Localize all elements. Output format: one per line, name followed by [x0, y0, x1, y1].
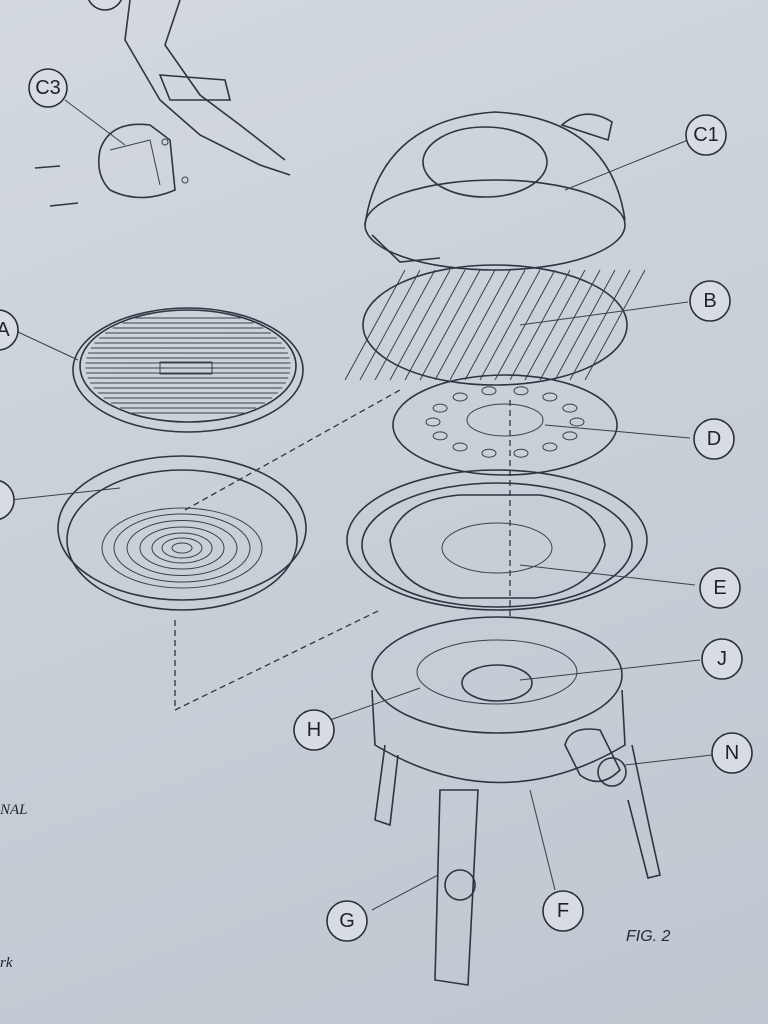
diffuser-vent [481, 448, 497, 458]
pan-ring [171, 542, 193, 554]
drip-pan-left [9, 455, 307, 611]
grate-bar [374, 269, 436, 381]
grate-bar [449, 269, 511, 381]
diffuser-vent [542, 442, 558, 452]
margin-text-2: rk [0, 955, 13, 971]
callout-f: F [542, 890, 584, 932]
svg-text:N: N [725, 742, 739, 764]
callout-e: E [699, 567, 741, 609]
heat-diffuser-d [392, 374, 691, 476]
svg-text:J: J [717, 648, 727, 670]
grate-bar [389, 269, 451, 381]
diffuser-vent [425, 417, 441, 427]
leg-assembly-fragment [87, 0, 291, 176]
grate-bar [509, 269, 571, 381]
grate-bar [359, 269, 421, 381]
pan-ring [151, 532, 213, 564]
diffuser-vent [452, 442, 468, 452]
diffuser-vent [432, 431, 448, 441]
callout-n: N [711, 732, 753, 774]
diffuser-vent [562, 403, 578, 413]
svg-text:G: G [339, 910, 355, 932]
svg-text:C1: C1 [693, 124, 719, 146]
callout-d: D [693, 418, 735, 460]
grate-bar [464, 269, 526, 381]
svg-text:E: E [713, 577, 726, 599]
svg-text:C3: C3 [35, 77, 61, 99]
handle-bracket-c3 [34, 99, 189, 207]
diffuser-vent [481, 386, 497, 396]
pan-ring [113, 513, 251, 583]
lid-c1 [364, 111, 689, 271]
diffuser-vent [432, 403, 448, 413]
diffuser-vent [569, 417, 585, 427]
legs [371, 744, 661, 986]
callout-c3: C3 [28, 68, 68, 108]
diffuser-vent [513, 386, 529, 396]
callout-partial-left [0, 480, 15, 520]
diffuser-vent [562, 431, 578, 441]
pan-ring [101, 507, 263, 589]
grate-bar [404, 269, 466, 381]
grate-bar [539, 269, 601, 381]
svg-text:F: F [557, 900, 569, 922]
margin-text-1: NAL [0, 802, 28, 818]
pan-ring [126, 520, 238, 576]
pan-ring [161, 537, 203, 559]
svg-text:A: A [0, 319, 10, 341]
cooking-grate-b [344, 264, 689, 386]
grate-bar [584, 269, 646, 381]
callout-a: A [0, 309, 19, 351]
grate-bar [434, 269, 496, 381]
callout-j: J [701, 638, 743, 680]
callout-h: H [293, 709, 335, 751]
diffuser-vent [513, 448, 529, 458]
svg-text:H: H [307, 719, 321, 741]
grate-bar [419, 269, 481, 381]
callout-c1: C1 [685, 114, 727, 156]
svg-text:B: B [703, 290, 716, 312]
grate-bar [554, 269, 616, 381]
diffuser-vent [542, 392, 558, 402]
callout-g: G [326, 900, 368, 942]
grate-bar [569, 269, 631, 381]
callout-b: B [689, 280, 731, 322]
grate-bar [524, 269, 586, 381]
svg-text:D: D [707, 428, 721, 450]
grate-bar [479, 269, 541, 381]
fire-pan-e [346, 469, 696, 611]
grate-bar [494, 269, 556, 381]
grate-bar [344, 269, 406, 381]
grill-plate-a [17, 307, 304, 433]
pan-ring [139, 526, 225, 570]
diffuser-vent [452, 392, 468, 402]
figure-caption: FIG. 2 [626, 928, 671, 945]
